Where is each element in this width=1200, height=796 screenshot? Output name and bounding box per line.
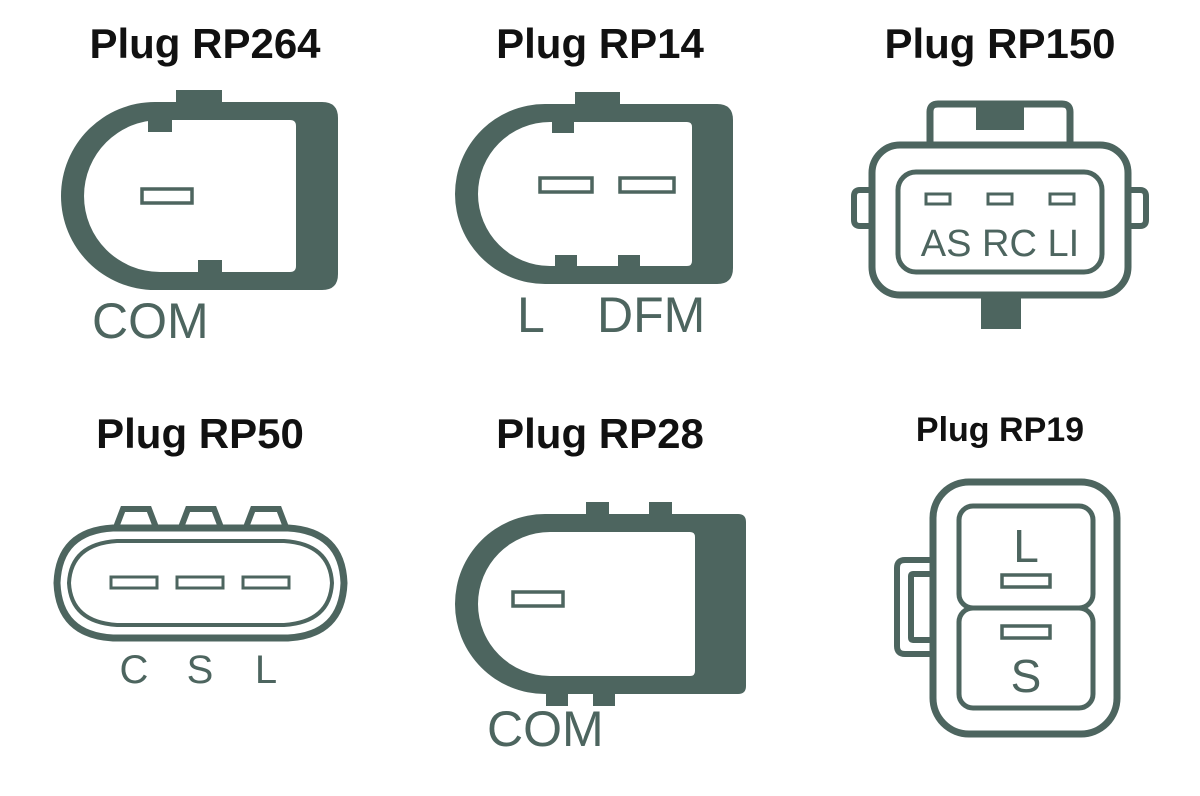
- plug-rp28-title: Plug RP28: [496, 410, 704, 457]
- pin-label-l: L: [1013, 520, 1039, 572]
- pin-label-c: C: [119, 648, 148, 692]
- key-notch-top: [148, 120, 172, 132]
- plug-rp150-panel: Plug RP150 AS RC LI: [830, 18, 1170, 335]
- plug-rp14-diagram: L DFM: [455, 92, 733, 342]
- plug-rp19-diagram: L S: [894, 478, 1121, 738]
- key-notch-bottom-1: [555, 255, 577, 266]
- key-notch-top: [552, 122, 574, 133]
- connector-body: [454, 514, 746, 694]
- pin-label-com: COM: [487, 701, 604, 755]
- pin-slot-li: [1048, 192, 1076, 206]
- connector-body: [61, 102, 338, 290]
- pin-slot-l: [1000, 573, 1052, 589]
- plug-rp150-diagram: AS RC LI: [851, 100, 1149, 329]
- plug-rp28-panel: Plug RP28 COM: [430, 408, 770, 755]
- plug-rp50-diagram: C S L: [52, 506, 348, 692]
- pin-slot-rc: [986, 192, 1014, 206]
- pin-label-dfm: DFM: [597, 287, 705, 342]
- pin-label-s: S: [1011, 650, 1042, 702]
- plug-rp50-panel: Plug RP50 C S L: [30, 408, 370, 695]
- plug-rp28-diagram: COM: [454, 502, 746, 755]
- pin-slot-s: [175, 575, 224, 590]
- pin-label-l: L: [254, 648, 276, 692]
- plug-rp50-title: Plug RP50: [96, 410, 304, 457]
- top-tab-lock-block: [976, 102, 1024, 130]
- pin-slot-s: [1000, 624, 1052, 640]
- pin-slot-as: [924, 192, 952, 206]
- connector-body: [455, 104, 733, 284]
- pin-label-s: S: [186, 648, 213, 692]
- key-notch-bottom: [198, 260, 222, 272]
- pin-slot-l: [241, 575, 290, 590]
- pin-label-com: COM: [92, 293, 209, 349]
- plug-rp150-title: Plug RP150: [884, 20, 1116, 67]
- plug-rp14-panel: Plug RP14 L DFM: [430, 18, 770, 342]
- pin-labels: AS RC LI: [921, 223, 1079, 265]
- plug-rp264-diagram: COM: [61, 90, 338, 349]
- pin-slot: [140, 187, 194, 205]
- plug-rp264-title: Plug RP264: [89, 20, 321, 67]
- plug-rp19-panel: Plug RP19 L S: [830, 408, 1170, 741]
- plug-rp19-title: Plug RP19: [915, 411, 1085, 449]
- key-notch-bottom-2: [618, 255, 640, 266]
- plug-rp264-panel: Plug RP264 COM: [35, 18, 375, 352]
- pin-label-l: L: [517, 287, 545, 342]
- pin-slot: [510, 590, 565, 608]
- terminal-cell-bottom: [956, 605, 1096, 711]
- pin-slot-l: [538, 176, 594, 194]
- pin-slot-dfm: [618, 176, 676, 194]
- pin-slot-c: [109, 575, 158, 590]
- bottom-tab: [981, 295, 1021, 329]
- inner-housing: [66, 539, 334, 627]
- plug-rp14-title: Plug RP14: [496, 20, 704, 67]
